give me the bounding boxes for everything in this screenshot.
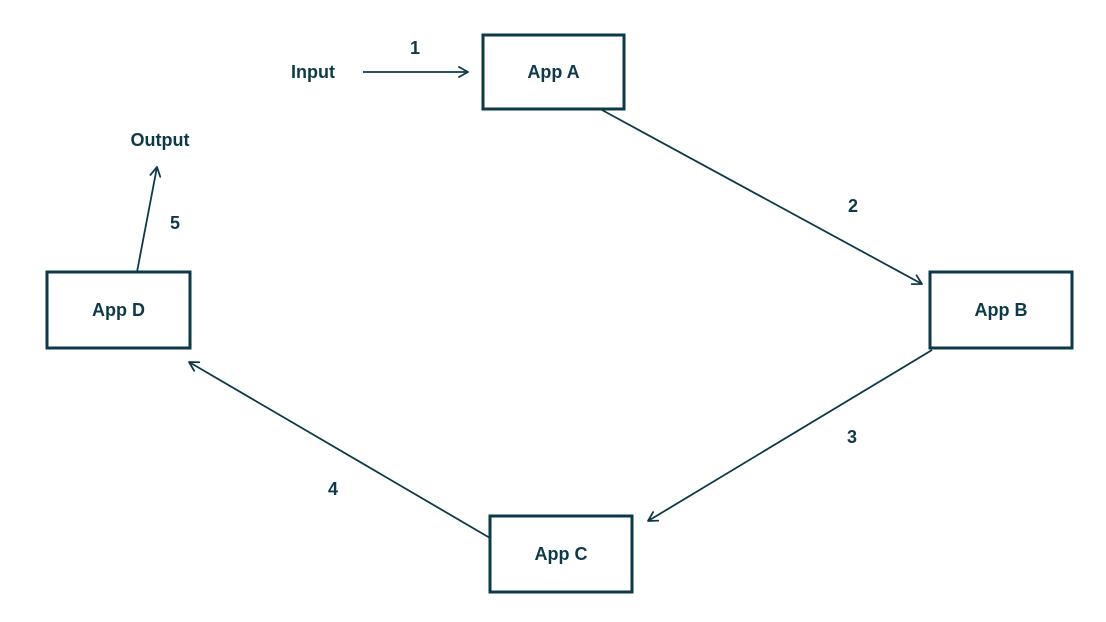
- edge-5-arrow: [136, 166, 162, 273]
- node-app-c-label: App C: [535, 544, 588, 564]
- edge-4-label: 4: [328, 479, 338, 499]
- node-app-a-box: [481, 33, 626, 111]
- input-label: Input: [291, 62, 335, 82]
- edge-2-arrow: [601, 109, 923, 285]
- edge-3-label: 3: [847, 427, 857, 447]
- node-app-d-box: [45, 270, 192, 350]
- edge-2-label: 2: [848, 196, 858, 216]
- node-app-b-label: App B: [975, 300, 1028, 320]
- node-app-c-box: [488, 514, 634, 594]
- edge-4-arrow: [188, 361, 491, 539]
- node-app-d-label: App D: [92, 300, 145, 320]
- edge-1-label: 1: [410, 38, 420, 58]
- node-app-a: App A: [481, 33, 626, 111]
- output-label: Output: [131, 130, 190, 150]
- edge-5-label: 5: [170, 213, 180, 233]
- node-app-b-box: [928, 270, 1074, 350]
- node-app-b: App B: [928, 270, 1074, 350]
- edge-3-arrow: [647, 349, 933, 522]
- node-app-c: App C: [488, 514, 634, 594]
- node-app-d: App D: [45, 270, 192, 350]
- node-app-a-label: App A: [527, 62, 579, 82]
